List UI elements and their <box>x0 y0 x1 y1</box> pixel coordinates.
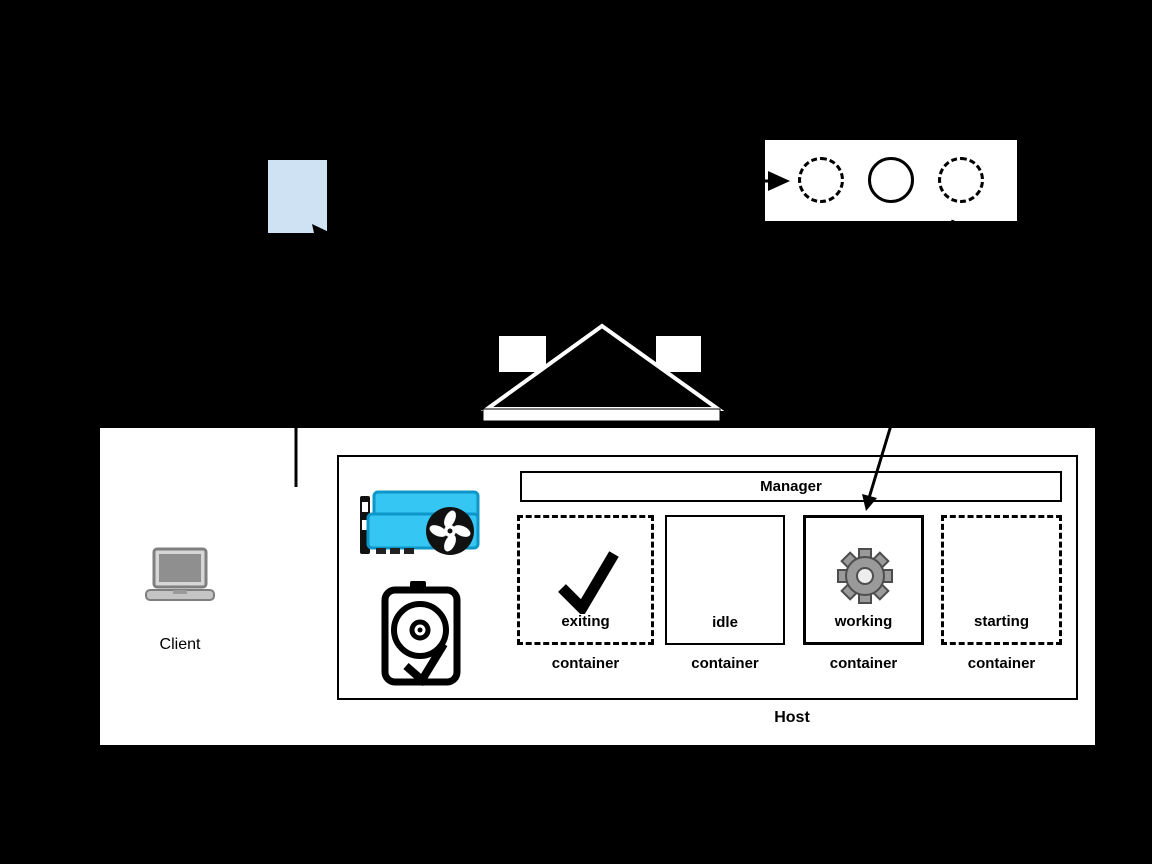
check-icon <box>558 551 619 614</box>
container-box-starting: starting <box>941 515 1062 645</box>
gear-icon <box>837 548 893 604</box>
container-state-label: idle <box>712 614 738 631</box>
document-icon <box>268 160 327 233</box>
container-caption: container <box>551 655 620 672</box>
container-state-label: exiting <box>561 613 610 630</box>
solid-circle-icon <box>868 157 914 203</box>
hard-drive-icon <box>381 581 461 687</box>
host-label: Host <box>774 709 810 726</box>
scheduler-box <box>765 140 1017 221</box>
dashed-circle-icon <box>798 157 844 203</box>
gpu-card-icon <box>360 490 480 555</box>
container-state-label: starting <box>973 613 1029 630</box>
container-caption: container <box>967 655 1036 672</box>
laptop-icon <box>145 547 215 601</box>
container-caption: container <box>829 655 898 672</box>
manager-bar: Manager <box>520 471 1062 502</box>
container-box-idle: idle <box>665 515 785 645</box>
container-caption: container <box>691 655 759 672</box>
container-box-exiting: exiting <box>517 515 654 645</box>
dashed-circle-icon <box>938 157 984 203</box>
container-state-label: working <box>834 613 893 630</box>
manager-label: Manager <box>760 478 822 495</box>
client-label: Client <box>159 636 201 653</box>
container-box-working: working <box>803 515 924 645</box>
gateway-icon <box>480 323 725 422</box>
